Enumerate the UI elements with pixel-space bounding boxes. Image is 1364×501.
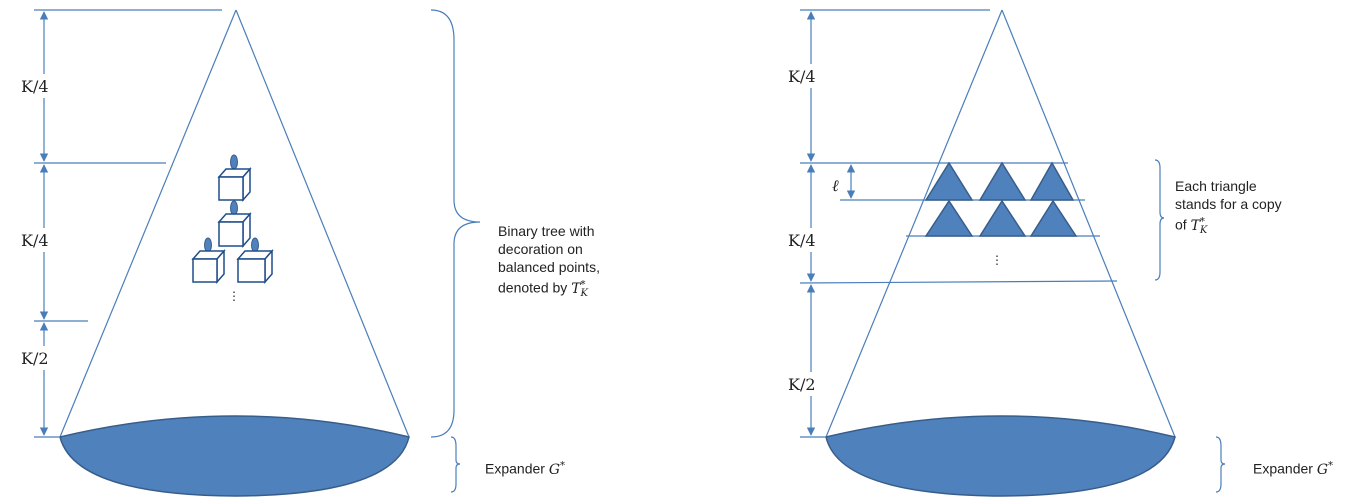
left-big-brace <box>430 9 481 438</box>
left-binary-tree-cubes <box>191 154 274 284</box>
math-symbol: G* <box>548 460 566 478</box>
triangle-icon <box>924 161 974 201</box>
right-triangles-brace <box>1154 159 1165 281</box>
symbol-sup: * <box>1199 216 1205 227</box>
triangle-icon <box>978 199 1027 237</box>
symbol-base: G <box>1316 461 1329 478</box>
cube-icon <box>191 237 226 284</box>
note-line-with-symbol: of T*K <box>1175 213 1325 240</box>
right-expander-label: Expander G* <box>1253 457 1333 479</box>
note-line: decoration on <box>498 241 583 257</box>
symbol-base: T <box>1190 217 1200 234</box>
triangle-icon <box>924 199 974 237</box>
symbol-base: T <box>571 280 581 297</box>
note-line: Binary tree with <box>498 223 595 239</box>
symbol-base: G <box>548 461 561 478</box>
right-ellipsis: ⋮ <box>991 253 1003 267</box>
cube-icon <box>217 154 252 202</box>
expander-text: Expander <box>485 460 545 477</box>
note-line: stands for a copy <box>1175 196 1282 212</box>
right-dim-label-2: K/4 <box>788 231 816 250</box>
ell-label: ℓ <box>832 176 839 195</box>
right-panel: K/4 K/4 K/2 ℓ ⋮ <box>785 9 1226 497</box>
right-expander-shape <box>825 415 1176 497</box>
expander-text: Expander <box>1253 460 1313 477</box>
cube-icon <box>217 200 252 248</box>
triangle-icon <box>1029 161 1075 201</box>
left-dim-label-2: K/4 <box>21 231 49 250</box>
math-symbol: T*K <box>571 279 589 300</box>
right-expander-brace <box>1215 436 1226 493</box>
right-dim-label-1: K/4 <box>788 67 816 86</box>
right-dim-label-3: K/2 <box>788 375 816 394</box>
note-line: balanced points, <box>498 259 600 275</box>
triangle-icon <box>978 161 1027 201</box>
right-cone <box>825 9 1176 438</box>
note-text: of <box>1175 216 1187 233</box>
right-triangles <box>924 161 1078 237</box>
math-symbol: T*K <box>1190 216 1208 237</box>
math-symbol: G* <box>1316 460 1334 478</box>
left-ellipsis: ⋮ <box>228 289 240 303</box>
note-line: Each triangle <box>1175 178 1257 194</box>
left-panel: K/4 K/4 K/2 <box>18 9 481 497</box>
left-expander-label: Expander G* <box>485 457 565 479</box>
left-dim-label-3: K/2 <box>21 349 49 368</box>
triangle-icon <box>1029 199 1078 237</box>
left-cone <box>59 9 410 438</box>
right-brace-note: Each triangle stands for a copy of T*K <box>1175 177 1325 240</box>
symbol-sup: * <box>580 279 586 290</box>
left-expander-brace <box>450 436 461 493</box>
left-dim-label-1: K/4 <box>21 77 49 96</box>
left-expander-shape <box>59 415 410 497</box>
cube-icon <box>236 237 274 284</box>
note-line-with-symbol: denoted by T*K <box>498 276 638 303</box>
left-brace-note: Binary tree with decoration on balanced … <box>498 222 638 303</box>
symbol-sub: K <box>580 288 589 300</box>
symbol-sup: * <box>1328 460 1334 471</box>
note-text: denoted by <box>498 279 568 296</box>
symbol-sup: * <box>560 460 566 471</box>
symbol-sub: K <box>1199 225 1208 237</box>
